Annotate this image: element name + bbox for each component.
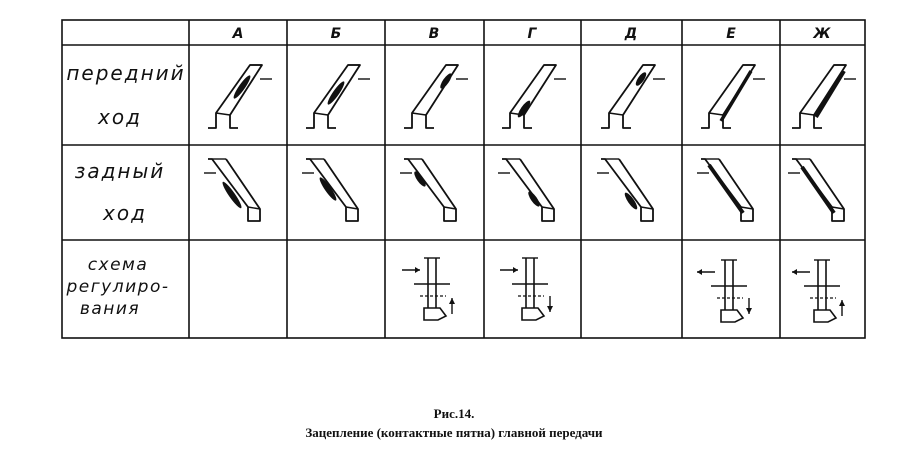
- tooth-forward-zh: [791, 64, 857, 129]
- tooth-forward-d: [600, 64, 666, 129]
- row-label-reverse-line1: задный: [75, 159, 166, 183]
- row-labels: передний ход задный ход схема регулиро- …: [66, 61, 185, 319]
- column-header-g: Г: [528, 26, 538, 42]
- adjustment-scheme-g: [500, 257, 553, 321]
- tooth-reverse-a: [203, 158, 261, 222]
- tooth-reverse-e: [696, 158, 754, 222]
- adjustment-scheme-zh: [792, 259, 845, 323]
- tooth-reverse-g: [497, 158, 555, 222]
- tooth-forward-b: [305, 64, 371, 129]
- column-header-e: Е: [726, 26, 736, 42]
- column-header-b: Б: [331, 26, 342, 42]
- forward-row-teeth: [207, 64, 857, 129]
- tooth-reverse-v: [399, 158, 457, 222]
- tooth-forward-g: [501, 64, 567, 129]
- figure-number: Рис.14.: [433, 406, 475, 421]
- row-label-scheme-line2: регулиро-: [66, 277, 170, 297]
- table-grid: [61, 19, 866, 339]
- adjustment-scheme-v: [402, 257, 455, 321]
- row-label-reverse-line2: ход: [102, 201, 147, 225]
- column-headers: А Б В Г Д Е Ж: [232, 26, 832, 42]
- tooth-forward-e: [700, 64, 766, 129]
- reverse-row-teeth: [203, 158, 845, 222]
- tooth-reverse-b: [301, 158, 359, 222]
- row-label-scheme-line1: схема: [88, 255, 149, 275]
- tooth-forward-v: [403, 64, 469, 129]
- row-label-scheme-line3: вания: [80, 299, 140, 319]
- column-header-zh: Ж: [812, 26, 831, 42]
- column-header-v: В: [429, 26, 440, 42]
- column-header-a: А: [232, 26, 244, 42]
- adjustment-schemes: [402, 257, 845, 323]
- row-label-forward-line1: передний: [66, 61, 185, 85]
- tooth-reverse-zh: [787, 158, 845, 222]
- adjustment-scheme-e: [697, 259, 752, 323]
- tooth-forward-a: [207, 64, 273, 129]
- tooth-reverse-d: [596, 158, 654, 222]
- column-header-d: Д: [624, 26, 637, 42]
- row-label-forward-line2: ход: [97, 105, 142, 129]
- figure-title: Зацепление (контактные пятна) главной пе…: [305, 425, 603, 440]
